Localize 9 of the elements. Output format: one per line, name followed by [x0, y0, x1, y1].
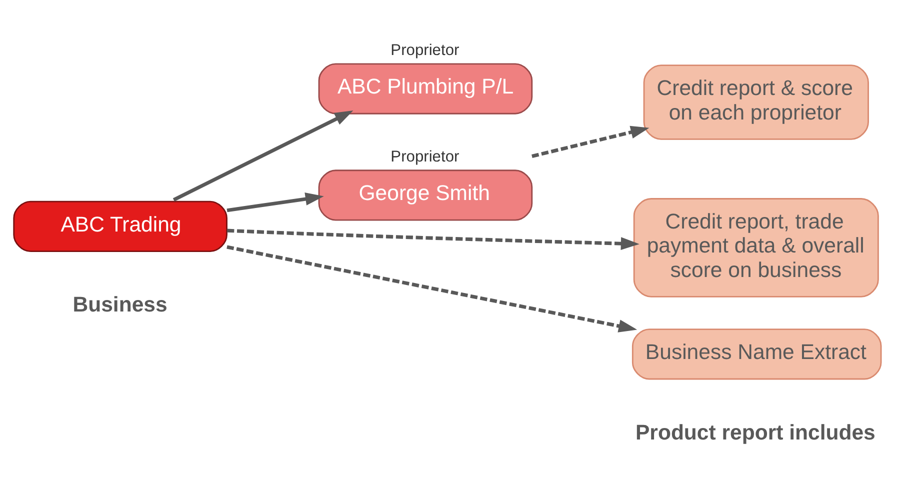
arrow	[226, 192, 324, 212]
label: Business	[72, 292, 168, 316]
node-label: Proprietor	[390, 148, 460, 166]
label: Product report includes	[636, 420, 876, 444]
arrow	[532, 125, 650, 158]
arrow	[172, 110, 354, 201]
arrow	[226, 244, 638, 332]
node-label: Proprietor	[390, 42, 460, 59]
arrow	[227, 228, 640, 250]
